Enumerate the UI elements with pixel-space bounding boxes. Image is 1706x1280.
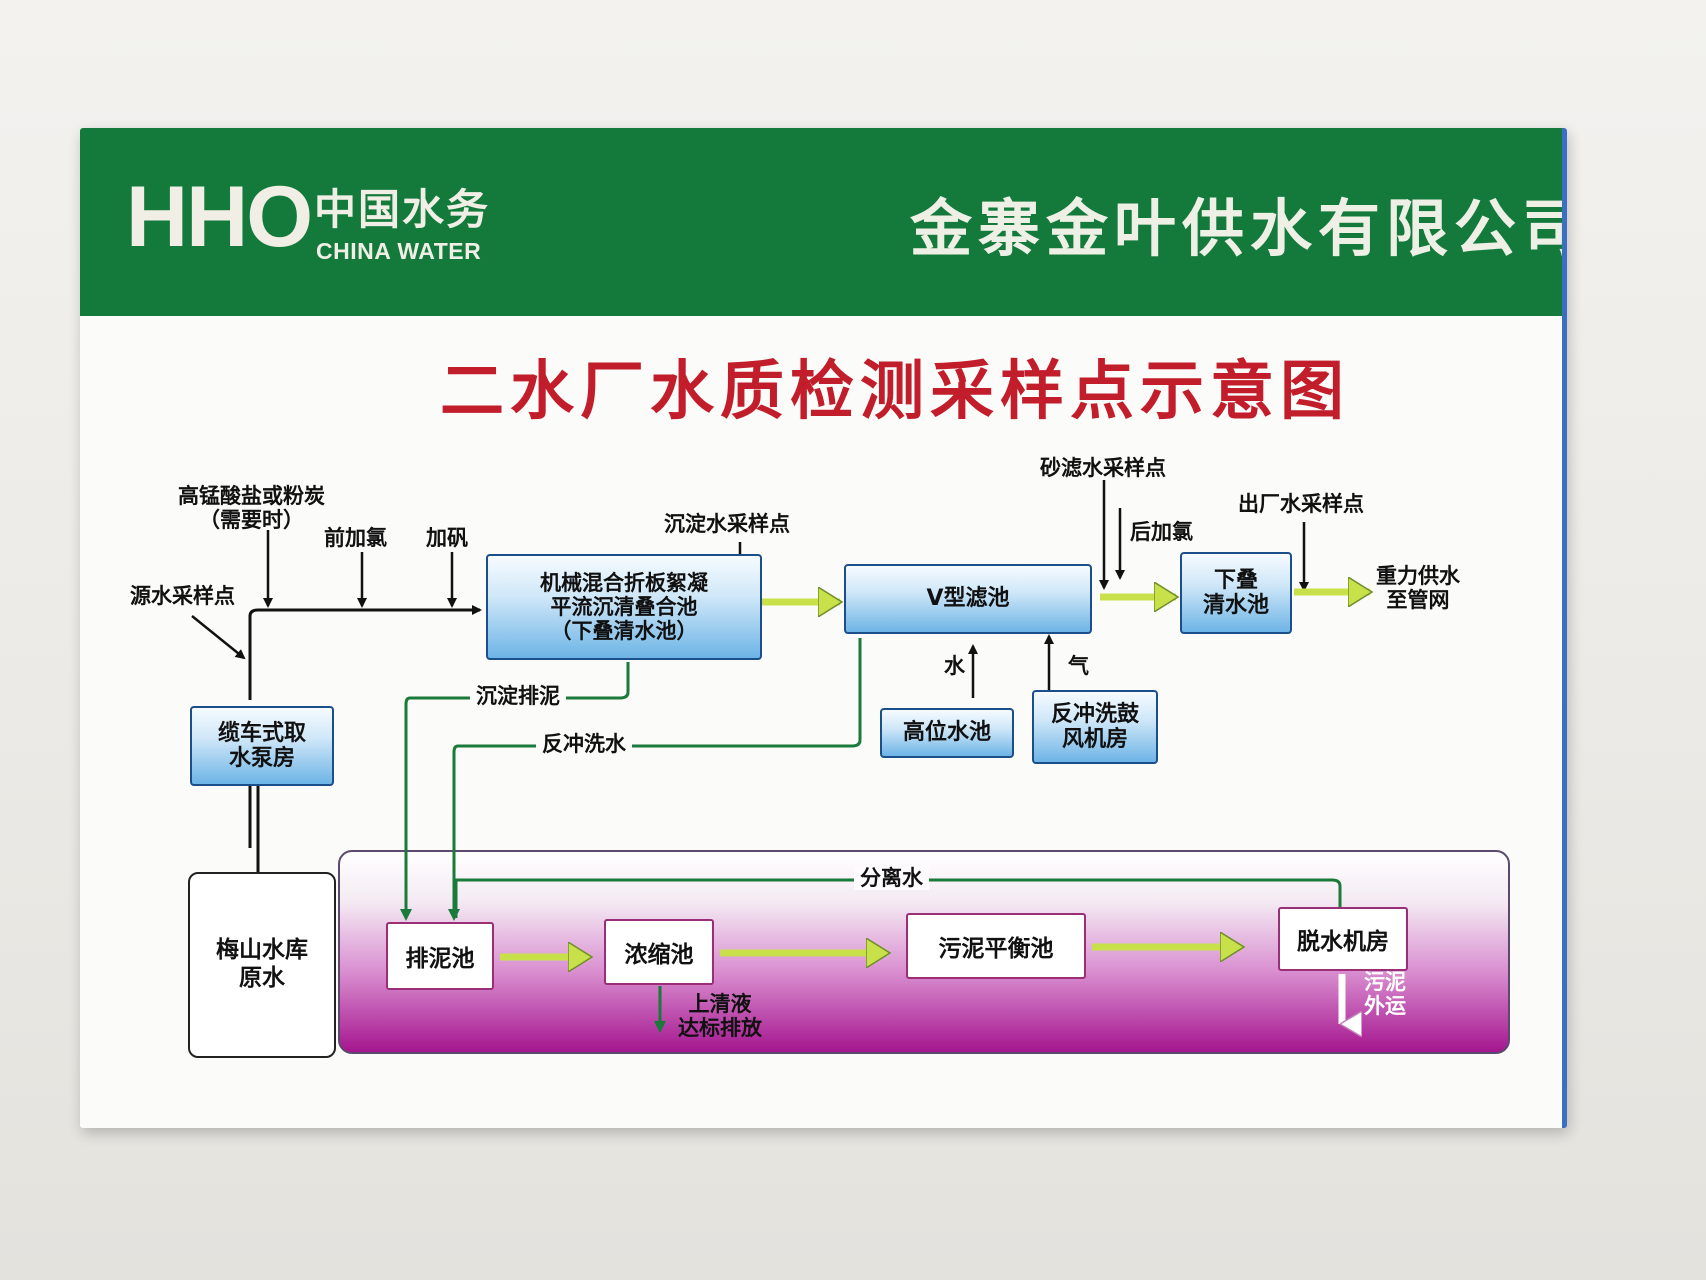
sand-filter-sample-label: 砂滤水采样点 [1040, 456, 1166, 480]
gravity-supply-label: 重力供水至管网 [1376, 564, 1460, 613]
reservoir-box: 梅山水库原水 [188, 872, 336, 1058]
separated-water-label: 分离水 [854, 866, 929, 891]
sludge-pool-box: 排泥池 [386, 922, 494, 990]
thickener-box: 浓缩池 [604, 919, 714, 985]
pre-chlorine-label: 前加氯 [324, 526, 387, 550]
dewatering-room-box: 脱水机房 [1278, 907, 1408, 971]
elevated-tank-box: 高位水池 [880, 708, 1014, 758]
diagram-title: 二水厂水质检测采样点示意图 [440, 355, 1350, 429]
backwash-water-label: 反冲洗水 [536, 732, 632, 757]
main-flow-arrows [500, 592, 1370, 957]
logo-english-name: CHINA WATER [316, 238, 482, 264]
raw-water-sample-label: 源水采样点 [130, 584, 235, 608]
pump-house-box: 缆车式取水泵房 [190, 706, 334, 786]
supernatant-label: 上清液达标排放 [678, 992, 762, 1041]
outlet-water-sample-label: 出厂水采样点 [1238, 492, 1364, 516]
permanganate-label: 高锰酸盐或粉炭（需要时） [178, 484, 325, 533]
alum-label: 加矾 [426, 526, 468, 550]
sampling-diagram-board: HHO 中国水务 CHINA WATER 金寨金叶供水有限公司 二水厂水质检测采… [80, 128, 1567, 1128]
water-input-label: 水 [944, 654, 965, 678]
balance-tank-box: 污泥平衡池 [906, 913, 1086, 979]
post-chlorine-label: 后加氯 [1130, 520, 1193, 544]
v-filter-box: V型滤池 [844, 564, 1092, 634]
return-lines [400, 638, 1342, 1033]
company-name: 金寨金叶供水有限公司 [910, 192, 1567, 265]
clear-well-box: 下叠清水池 [1180, 552, 1292, 634]
hho-logo: HHO [126, 169, 313, 265]
blower-room-box: 反冲洗鼓风机房 [1032, 690, 1158, 764]
logo-chinese-name: 中国水务 [314, 185, 491, 234]
sedimentation-tank-box: 机械混合折板絮凝平流沉清叠合池（下叠清水池） [486, 554, 762, 660]
header-bar: HHO 中国水务 CHINA WATER 金寨金叶供水有限公司 [80, 128, 1562, 316]
sludge-out-label: 污泥外运 [1364, 970, 1406, 1019]
air-input-label: 气 [1068, 654, 1089, 678]
settled-water-sample-label: 沉淀水采样点 [664, 512, 790, 536]
settle-discharge-label: 沉淀排泥 [470, 684, 566, 709]
